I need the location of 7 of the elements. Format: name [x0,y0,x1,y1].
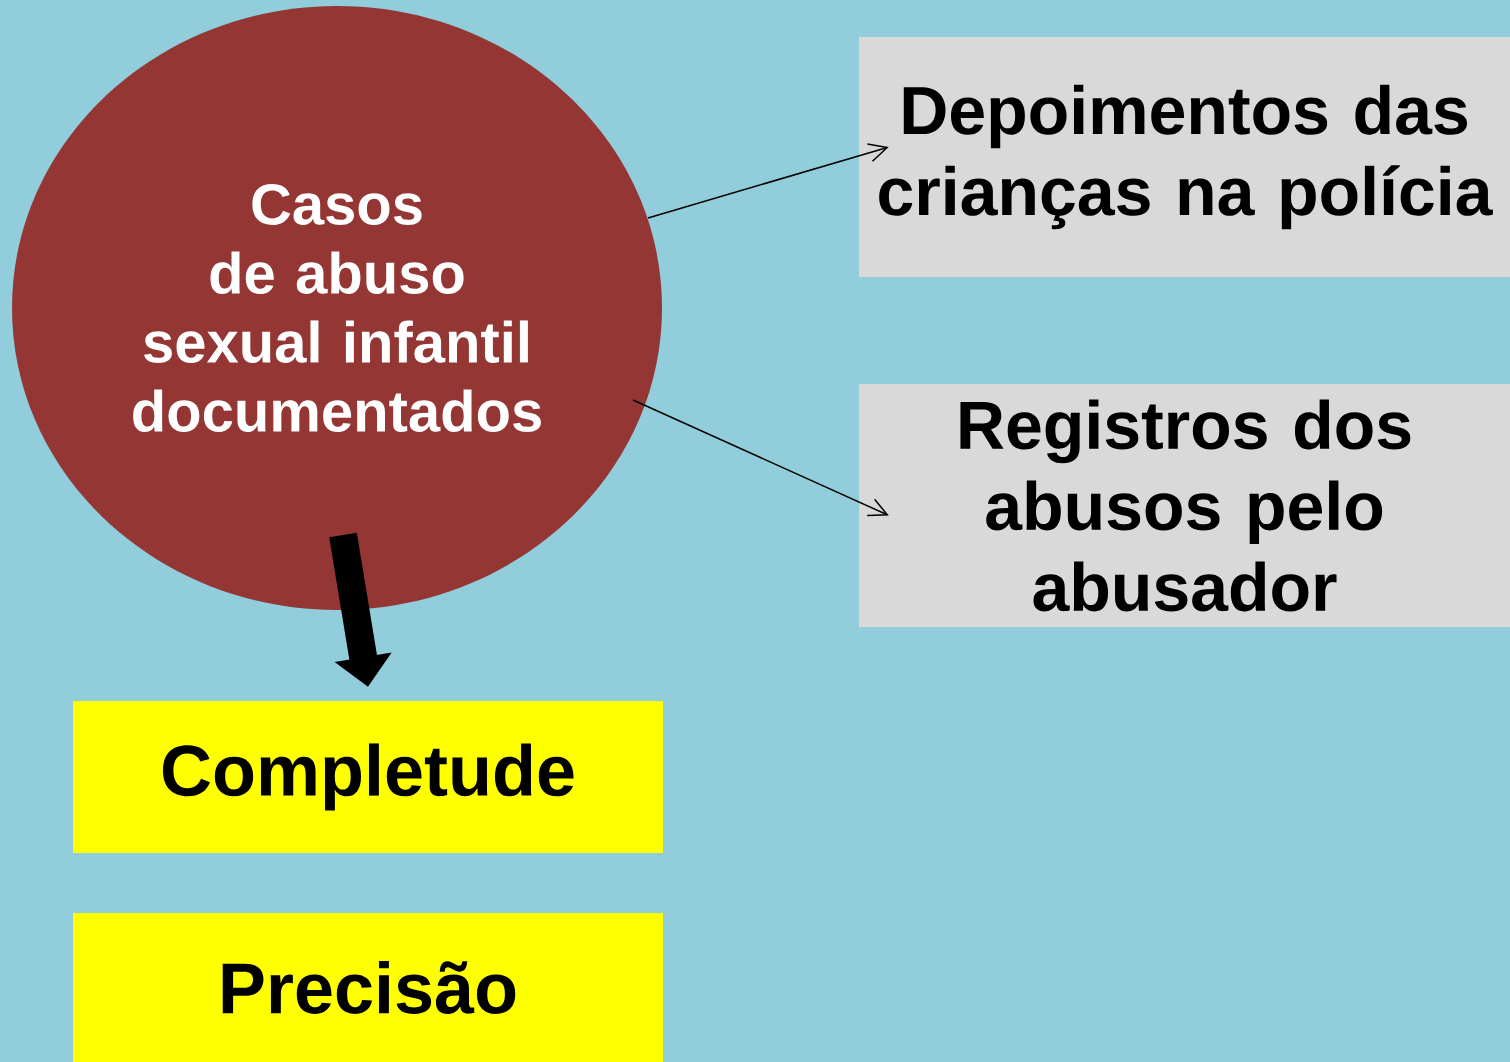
arrow [647,143,889,219]
criterion-box: Completude [73,701,663,853]
criterion-box: Precisão [73,913,663,1062]
source-box: Registros dos abusos pelo abusador [859,384,1510,627]
circle-node: Casos de abuso sexual infantil documentados [12,6,662,610]
source-box: Depoimentos das crianças na polícia [859,37,1510,277]
arrow [632,399,889,517]
